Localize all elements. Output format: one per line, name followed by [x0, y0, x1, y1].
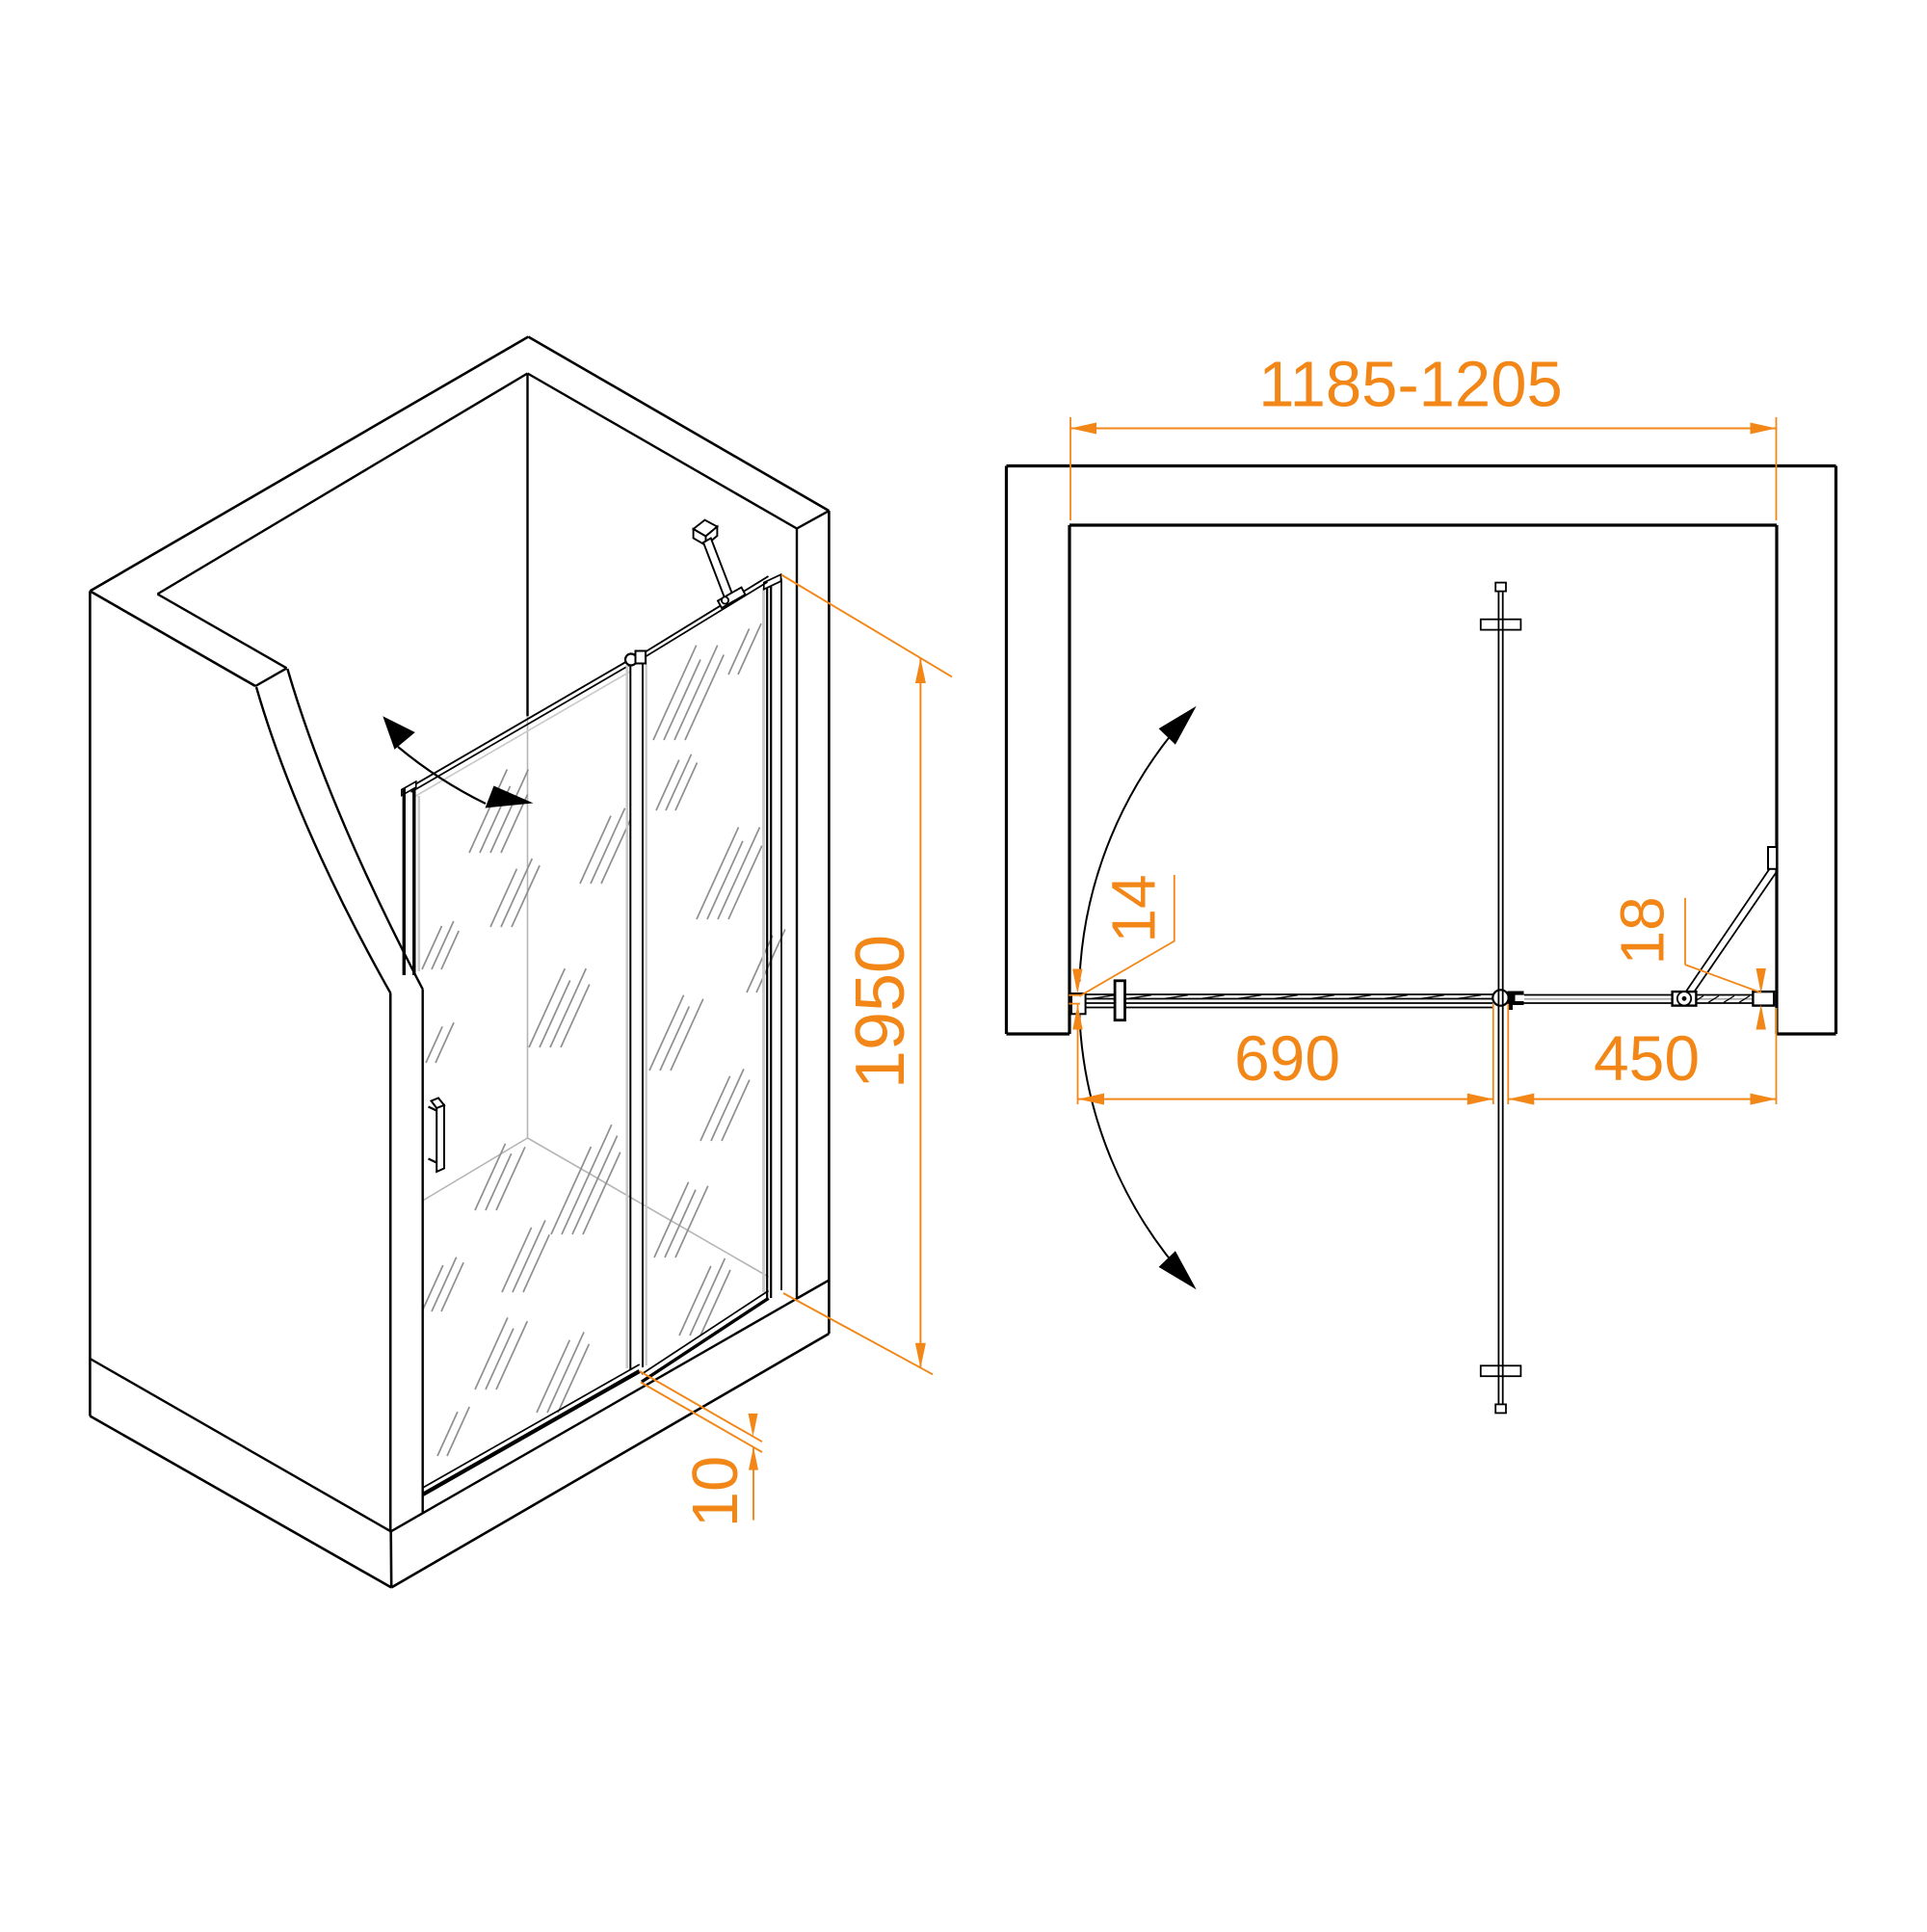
svg-text:10: 10	[679, 1456, 752, 1528]
svg-text:1950: 1950	[842, 935, 919, 1089]
svg-text:690: 690	[1234, 1022, 1340, 1094]
svg-text:14: 14	[1099, 874, 1169, 942]
svg-text:450: 450	[1594, 1022, 1700, 1094]
svg-text:1185-1205: 1185-1205	[1258, 349, 1562, 421]
svg-text:18: 18	[1607, 896, 1676, 965]
